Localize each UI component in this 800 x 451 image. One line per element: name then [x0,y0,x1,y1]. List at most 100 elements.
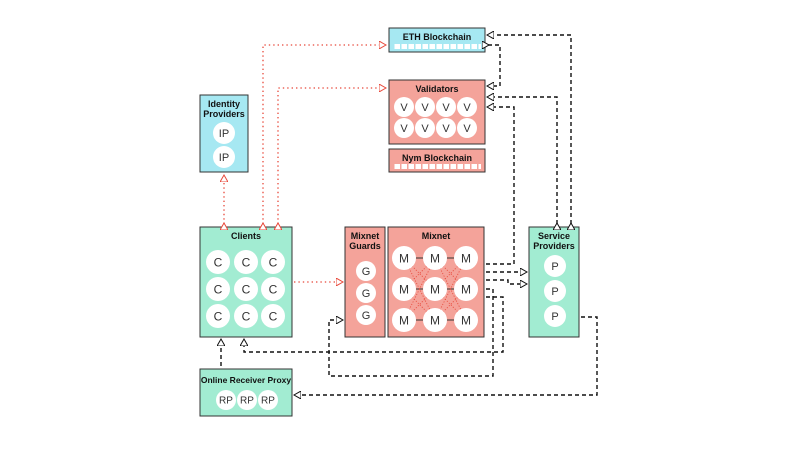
service-provider-node-label: P [551,261,558,273]
validator-node-label: V [442,123,450,135]
online-receiver-proxy-box: Online Receiver Proxy RP RP RP [199,368,293,417]
client-node-label: C [214,255,223,269]
client-node-label: C [214,309,223,323]
validator-node: V [436,97,456,117]
client-node: C [261,304,285,328]
guard-node: G [356,305,376,325]
validator-node-label: V [463,102,471,114]
client-node: C [261,250,285,274]
validator-node-label: V [400,102,408,114]
identity-title-line2: Providers [203,109,245,119]
mix-node-label: M [430,313,440,327]
mix-node: M [454,246,478,270]
mixnet-guards-box: Mixnet Guards GGG [344,226,386,338]
guard-node-label: G [362,288,371,300]
mixnet-clients-connector [244,296,504,353]
validator-node: V [457,97,477,117]
client-node-label: C [242,255,251,269]
validator-node-label: V [442,102,450,114]
mix-node-label: M [399,251,409,265]
guard-node: G [356,261,376,281]
receiver-proxy-node-label: RP [219,396,233,407]
client-node: C [234,250,258,274]
nym-blockchain-title: Nym Blockchain [402,153,472,163]
mix-node-label: M [430,251,440,265]
validator-node: V [394,97,414,117]
eth-validators-connector [488,45,501,86]
service-proxy-connector [295,316,598,395]
receiver-proxy-node-label: RP [261,396,275,407]
proxy-title: Online Receiver Proxy [201,375,292,385]
validator-node: V [457,118,477,138]
mix-node: M [423,277,447,301]
mix-node-label: M [461,282,471,296]
validator-node-label: V [400,123,408,135]
validator-node: V [436,118,456,138]
mix-node-label: M [461,313,471,327]
client-node: C [261,277,285,301]
client-node-label: C [242,309,251,323]
service-provider-node: P [544,305,566,327]
client-node-label: C [242,282,251,296]
validator-node: V [415,97,435,117]
guards-title-line1: Mixnet [351,231,380,241]
service-title-line1: Service [538,231,570,241]
client-node-label: C [269,255,278,269]
eth-blockchain-title: ETH Blockchain [403,32,472,42]
guard-node-label: G [362,310,371,322]
receiver-proxy-node: RP [216,390,236,410]
client-node-label: C [269,282,278,296]
client-node: C [234,304,258,328]
client-node: C [206,277,230,301]
service-provider-node-label: P [551,311,558,323]
guards-title-line2: Guards [349,241,381,251]
clients-eth-connector [263,45,385,224]
identity-provider-node-label: IP [219,152,229,164]
mix-node: M [423,246,447,270]
mix-node-label: M [399,282,409,296]
red-dotted-connectors [224,45,385,282]
guard-node-label: G [362,266,371,278]
mix-node: M [423,308,447,332]
mixnet-service-connector-bottom [486,279,526,284]
validators-title: Validators [415,84,458,94]
identity-provider-node: IP [213,122,235,144]
receiver-proxy-node: RP [237,390,257,410]
mix-node-label: M [461,251,471,265]
eth-blockchain-box: ETH Blockchain [388,27,486,53]
validator-node-label: V [421,123,429,135]
black-dashed-connectors [221,35,598,395]
receiver-proxy-node: RP [258,390,278,410]
mix-node: M [392,308,416,332]
service-eth-connector [488,35,571,224]
mixnet-box: Mixnet M M M M M M M M M [387,226,485,338]
service-validators-connector [488,97,557,224]
validator-node-label: V [463,123,471,135]
mix-node-label: M [430,282,440,296]
mix-node: M [392,246,416,270]
service-providers-box: Service Providers PPP [528,226,580,338]
validator-node: V [394,118,414,138]
eth-chain-strip [393,44,481,49]
mix-node: M [454,308,478,332]
identity-provider-node-label: IP [219,128,229,140]
service-title-line2: Providers [533,241,575,251]
client-node: C [234,277,258,301]
mix-node-label: M [399,313,409,327]
service-provider-node: P [544,255,566,277]
mixnet-title: Mixnet [422,231,451,241]
nym-chain-strip [393,164,481,169]
client-node: C [206,304,230,328]
clients-title: Clients [231,231,261,241]
mix-node: M [454,277,478,301]
client-node-label: C [269,309,278,323]
mixnet-validators-connector [486,107,515,265]
validator-node: V [415,118,435,138]
service-provider-node: P [544,280,566,302]
identity-provider-node: IP [213,146,235,168]
